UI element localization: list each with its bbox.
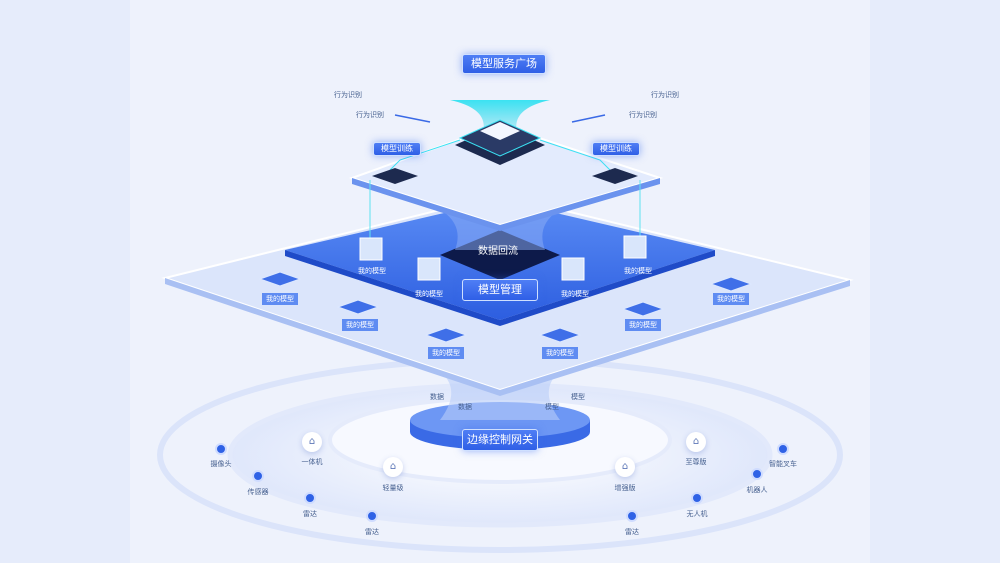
model-label: 我的模型 bbox=[358, 267, 386, 275]
model-training-tag: 模型训练 bbox=[373, 142, 421, 156]
device-label: 雷达 bbox=[303, 510, 317, 518]
behavior-label: 行为识别 bbox=[629, 111, 657, 119]
model-label: 我的模型 bbox=[561, 290, 589, 298]
device-label: 传感器 bbox=[247, 488, 269, 496]
behavior-label: 行为识别 bbox=[334, 91, 362, 99]
model-service-plaza-title: 模型服务广场 bbox=[462, 54, 546, 74]
edition-label: 增强版 bbox=[614, 484, 636, 492]
device-label: 雷达 bbox=[365, 528, 379, 536]
forklift-icon bbox=[777, 443, 789, 455]
radar-icon bbox=[304, 492, 316, 504]
flow-label: 数据 bbox=[458, 403, 472, 411]
flow-label: 模型 bbox=[545, 403, 559, 411]
sensor-icon bbox=[252, 470, 264, 482]
device-label: 机器人 bbox=[746, 486, 768, 494]
model-tag: 我的模型 bbox=[713, 293, 749, 305]
drone-icon bbox=[691, 492, 703, 504]
data-flow-label: 数据回流 bbox=[478, 246, 518, 257]
device-label: 无人机 bbox=[686, 510, 708, 518]
model-tag: 我的模型 bbox=[542, 347, 578, 359]
edition-icon: ⌂ bbox=[615, 457, 635, 477]
edition-icon: ⌂ bbox=[302, 432, 322, 452]
device-label: 智能叉车 bbox=[769, 460, 797, 468]
edge-gateway-tag: 边缘控制网关 bbox=[462, 429, 538, 451]
model-management-tag: 模型管理 bbox=[462, 279, 538, 301]
device-label: 摄像头 bbox=[210, 460, 232, 468]
robot-icon bbox=[751, 468, 763, 480]
edition-label: 一体机 bbox=[301, 458, 323, 466]
model-tag: 我的模型 bbox=[428, 347, 464, 359]
edition-icon: ⌂ bbox=[686, 432, 706, 452]
model-label: 我的模型 bbox=[624, 267, 652, 275]
device-label: 雷达 bbox=[625, 528, 639, 536]
model-label: 我的模型 bbox=[415, 290, 443, 298]
edition-icon: ⌂ bbox=[383, 457, 403, 477]
behavior-label: 行为识别 bbox=[356, 111, 384, 119]
flow-label: 数据 bbox=[430, 393, 444, 401]
model-tag: 我的模型 bbox=[625, 319, 661, 331]
behavior-label: 行为识别 bbox=[651, 91, 679, 99]
model-tag: 我的模型 bbox=[262, 293, 298, 305]
radar-icon bbox=[366, 510, 378, 522]
radar-icon bbox=[626, 510, 638, 522]
edition-label: 至尊版 bbox=[685, 458, 707, 466]
edition-label: 轻量级 bbox=[382, 484, 404, 492]
camera-icon bbox=[215, 443, 227, 455]
flow-label: 模型 bbox=[571, 393, 585, 401]
model-training-tag: 模型训练 bbox=[592, 142, 640, 156]
model-tag: 我的模型 bbox=[342, 319, 378, 331]
